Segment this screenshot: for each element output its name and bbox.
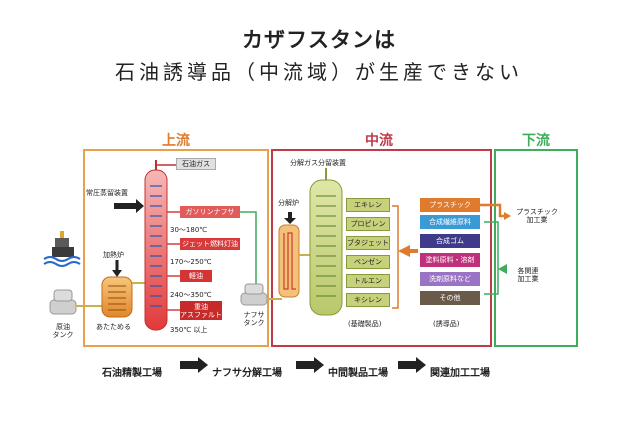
product-jet-fuel-kerosene: ジェット燃料灯油 xyxy=(180,238,240,250)
heater-label: 加熱炉 xyxy=(103,251,124,259)
temp-range-2: 170～250℃ xyxy=(170,258,212,266)
temp-range-4: 350℃ 以上 xyxy=(170,326,208,334)
basic-product-propylene: プロピレン xyxy=(346,217,390,231)
basic-product-xylene: キシレン xyxy=(346,293,390,307)
basic-product-toluene: トルエン xyxy=(346,274,390,288)
product-heavy-oil-asphalt: 重油 アスファルト xyxy=(180,301,222,320)
separator-column xyxy=(309,179,343,316)
naphtha-tank-label: ナフサ タンク xyxy=(243,311,265,327)
derivative-other: その他 xyxy=(420,291,480,305)
derivative-detergent: 洗剤原料など xyxy=(420,272,480,286)
basic-products-caption: (基礎製品) xyxy=(348,320,382,328)
page-subtitle: 石油誘導品（中流域）が生産できない xyxy=(115,60,523,84)
downstream-label: 下流 xyxy=(522,133,550,149)
distillation-label: 常圧蒸留装置 xyxy=(86,189,128,197)
cracker-label: 分解炉 xyxy=(278,199,299,207)
midstream-label: 中流 xyxy=(365,133,393,149)
flow-intermediate-plant: 中間製品工場 xyxy=(328,368,388,379)
derivatives-caption: (誘導品) xyxy=(433,320,460,328)
temp-range-1: 30～180℃ xyxy=(170,226,208,234)
flow-related-processing: 関連加工工場 xyxy=(430,368,490,379)
flow-refinery: 石油精製工場 xyxy=(102,368,162,379)
downstream-plastic-processing: プラスチック 加工業 xyxy=(516,208,558,224)
separator-label: 分解ガス分留装置 xyxy=(290,159,346,167)
heating-caption: あたためる xyxy=(96,323,131,331)
flow-naphtha-cracker: ナフサ分解工場 xyxy=(212,368,282,379)
derivative-plastic: プラスチック xyxy=(420,198,480,212)
product-gasoline-naphtha: ガソリンナフサ xyxy=(180,206,240,218)
product-diesel: 軽油 xyxy=(180,270,212,282)
derivative-synthetic-fiber: 合成繊維原料 xyxy=(420,215,480,229)
basic-product-benzene: ベンゼン xyxy=(346,255,390,269)
naphtha-tank-icon xyxy=(240,283,268,306)
page-title: カザフスタンは xyxy=(242,28,396,52)
derivative-synthetic-rubber: 合成ゴム xyxy=(420,234,480,248)
basic-product-butadiene: ブタジェット xyxy=(346,236,390,250)
crude-tank-label: 原油 タンク xyxy=(52,323,74,339)
derivative-paint-solvent: 塗料原料・溶剤 xyxy=(420,253,480,267)
basic-product-ethylene: エキレン xyxy=(346,198,390,212)
downstream-section xyxy=(494,149,578,347)
oil-rig-icon xyxy=(43,231,81,267)
temp-range-3: 240～350℃ xyxy=(170,291,212,299)
downstream-related-processing: 各関連 加工業 xyxy=(517,267,539,283)
midstream-section xyxy=(271,149,492,347)
crude-tank-icon xyxy=(49,289,77,315)
cracker-shape xyxy=(278,224,300,298)
heater-shape xyxy=(101,276,133,318)
product-petroleum-gas: 石油ガス xyxy=(176,158,216,170)
upstream-label: 上流 xyxy=(162,133,190,149)
upstream-section xyxy=(83,149,269,347)
